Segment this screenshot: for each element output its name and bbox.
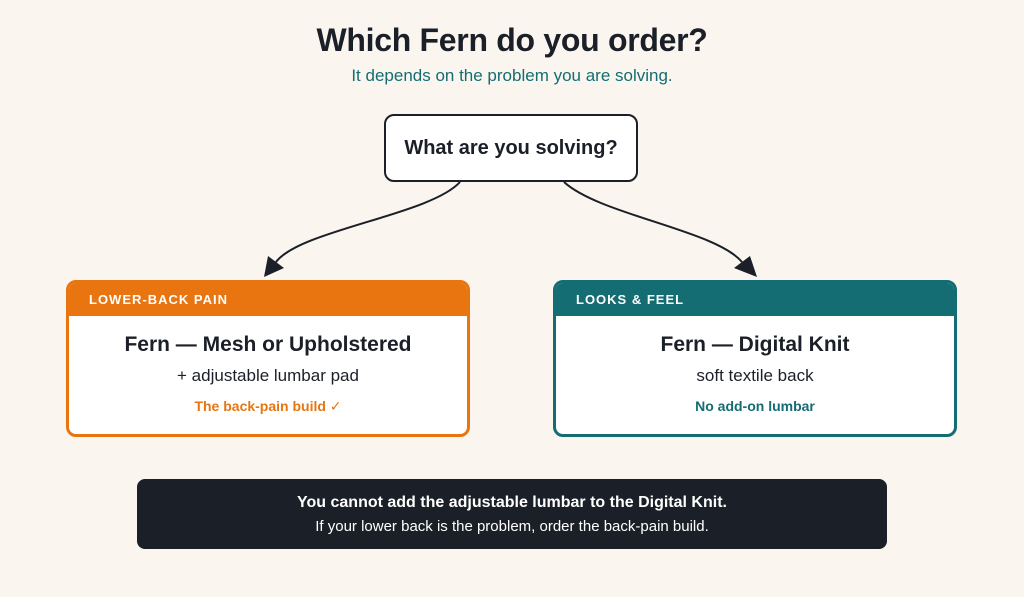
option-card-tag: LOWER-BACK PAIN [89, 292, 228, 307]
option-card-looks-and-feel: LOOKS & FEEL Fern — Digital Knit soft te… [553, 280, 957, 437]
page-subtitle: It depends on the problem you are solvin… [351, 66, 673, 85]
arrow-left-path [275, 181, 461, 263]
option-card-detail: + adjustable lumbar pad [177, 366, 359, 385]
question-label: What are you solving? [404, 136, 618, 159]
option-card-lower-back-pain: LOWER-BACK PAIN Fern — Mesh or Upholster… [66, 280, 470, 437]
option-card-note: No add-on lumbar [695, 398, 815, 414]
arrow-right-path [563, 181, 743, 263]
option-card-title: Fern — Mesh or Upholstered [124, 333, 412, 356]
option-card-detail: soft textile back [696, 366, 814, 385]
option-card-header: LOOKS & FEEL [556, 283, 954, 316]
page-title: Which Fern do you order? [316, 22, 708, 58]
warning-banner-detail: If your lower back is the problem, order… [315, 517, 709, 535]
arrow-left-head [264, 256, 284, 277]
option-card-note: The back-pain build ✓ [194, 398, 342, 414]
warning-banner-headline: You cannot add the adjustable lumbar to … [297, 493, 727, 511]
option-card-tag: LOOKS & FEEL [576, 292, 685, 307]
arrow-right-head [734, 256, 757, 277]
question-box: What are you solving? [384, 114, 638, 182]
warning-banner: You cannot add the adjustable lumbar to … [137, 479, 887, 549]
option-card-title: Fern — Digital Knit [660, 333, 850, 356]
option-card-header: LOWER-BACK PAIN [69, 283, 467, 316]
